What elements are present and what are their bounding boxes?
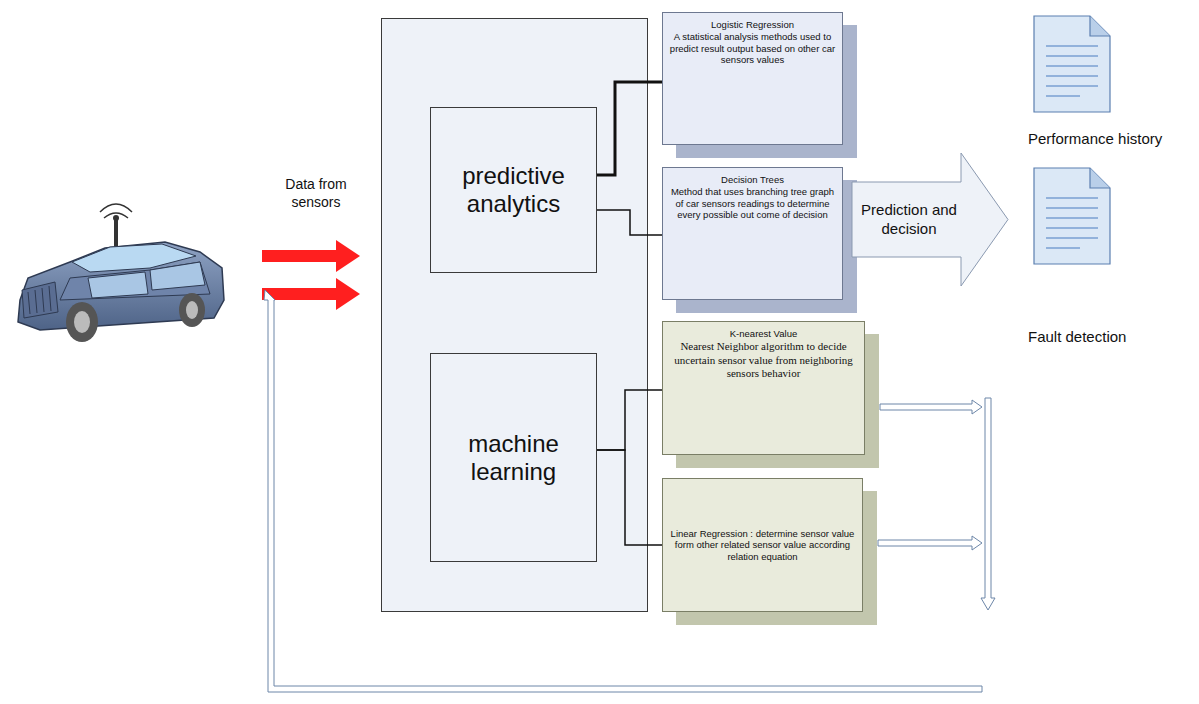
text-line bbox=[1046, 207, 1098, 208]
car-illustration bbox=[18, 204, 224, 342]
page-outline bbox=[1034, 16, 1110, 112]
flow-label: Data from sensors bbox=[284, 176, 348, 211]
document-shape bbox=[1032, 166, 1112, 266]
text-line bbox=[1046, 217, 1098, 218]
page-outline bbox=[1034, 168, 1110, 264]
method-box: Decision TreesMethod that uses branching… bbox=[662, 167, 843, 300]
box-text: Method that uses branching tree graph of… bbox=[669, 186, 836, 220]
text-line bbox=[1046, 247, 1080, 248]
box-text: Prediction and decision bbox=[859, 201, 959, 239]
data-arrows bbox=[262, 240, 360, 310]
document-icon: Performance history bbox=[1028, 10, 1198, 155]
text-line bbox=[1046, 85, 1098, 86]
box-heading: Logistic Regression bbox=[669, 19, 836, 30]
document-shape bbox=[1032, 14, 1112, 114]
box-text: Performance history bbox=[1028, 130, 1198, 147]
method-box: Logistic RegressionA statistical analysi… bbox=[662, 12, 843, 145]
process-box: predictive analytics bbox=[430, 107, 597, 273]
method-box: K-nearest ValueNearest Neighbor algorith… bbox=[662, 321, 865, 455]
box-text: predictive analytics bbox=[439, 162, 588, 218]
page-fold bbox=[1090, 16, 1110, 36]
text-line bbox=[1046, 95, 1080, 96]
connector-line bbox=[597, 390, 662, 450]
box-text: A statistical analysis methods used to p… bbox=[669, 31, 836, 65]
box-text: Fault detection bbox=[1028, 328, 1198, 345]
text-line bbox=[1046, 197, 1098, 198]
text-line bbox=[1046, 65, 1098, 66]
page-fold bbox=[1090, 168, 1110, 188]
connector-line bbox=[597, 210, 662, 235]
box-heading: Decision Trees bbox=[669, 174, 836, 185]
connector-line bbox=[597, 450, 662, 545]
text-line bbox=[1046, 75, 1098, 76]
document-icon: Fault detection bbox=[1028, 162, 1198, 357]
arrow-outline bbox=[852, 153, 1008, 286]
output-arrow: Prediction and decision bbox=[851, 152, 1009, 287]
text-line bbox=[1046, 45, 1098, 46]
connector-line bbox=[597, 82, 662, 175]
process-box: machine learning bbox=[430, 353, 597, 562]
text-line bbox=[1046, 55, 1098, 56]
box-heading: K-nearest Value bbox=[669, 328, 858, 339]
method-box: Linear Regression : determine sensor val… bbox=[662, 478, 863, 612]
box-text: Linear Regression : determine sensor val… bbox=[669, 528, 856, 562]
box-text: machine learning bbox=[439, 430, 588, 486]
text-line bbox=[1046, 237, 1098, 238]
text-line bbox=[1046, 227, 1098, 228]
box-text: Nearest Neighbor algorithm to decide unc… bbox=[669, 340, 858, 380]
